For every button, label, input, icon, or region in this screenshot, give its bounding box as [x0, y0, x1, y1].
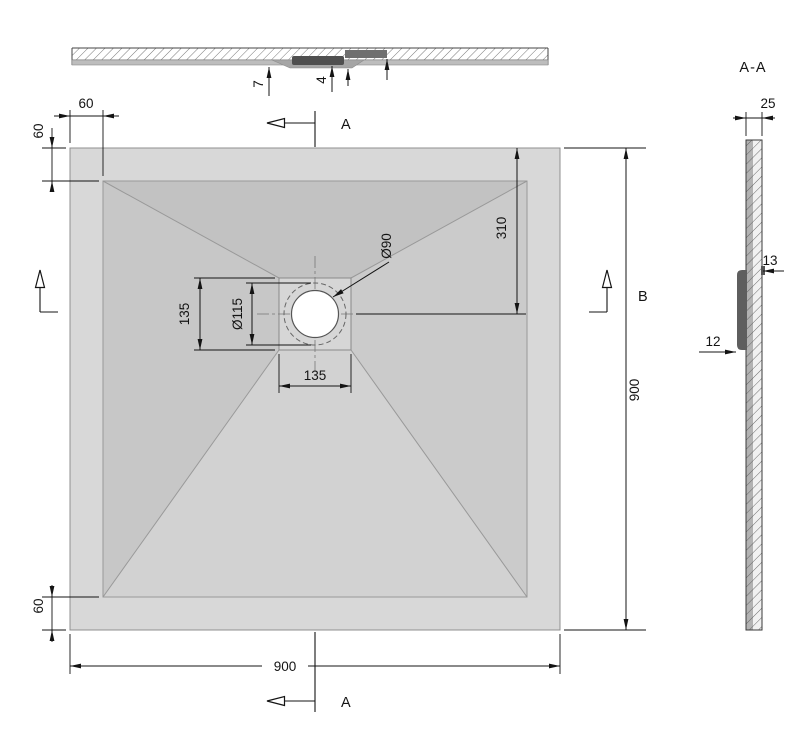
dim-border-top: [54, 110, 119, 176]
slope-facet-left: [103, 181, 279, 597]
section-a-bottom-label: A: [341, 695, 351, 711]
slope-line-br: [350, 349, 528, 598]
dim-border-left-bottom-label: 60: [31, 598, 46, 613]
drain-hole-circle: [290, 289, 340, 339]
drain-ring-circle: [283, 282, 347, 346]
dim-drain-from-top-label: 310: [494, 217, 509, 240]
drain-trap-profile: [737, 270, 747, 350]
dim-drain-box-width-label: 135: [304, 368, 327, 383]
dim-drain-diameter-label: Ø90: [379, 233, 394, 259]
drain-grate-profile: [345, 50, 387, 58]
dim-border-top-label: 60: [78, 96, 93, 111]
dim-border-left-bottom: [42, 585, 99, 642]
section-a-top-label: A: [341, 117, 351, 133]
dim-section-width-label: 25: [760, 96, 775, 111]
section-cut-a-bottom: [266, 632, 316, 712]
dim-ring-diameter-label: Ø115: [230, 298, 245, 330]
dim-grate-height-label: 4: [314, 76, 329, 84]
dim-section-width: [733, 112, 775, 136]
slope-line-bl: [102, 349, 280, 598]
section-cut-a-top: [266, 111, 316, 147]
section-cut-b-left: [34, 269, 58, 313]
tray-inner-edge: [102, 180, 528, 598]
dim-base-label: 12: [705, 334, 720, 349]
dim-ring-diameter: [246, 282, 311, 346]
section-b-label: B: [638, 289, 648, 305]
dim-drain-diameter: [332, 261, 390, 298]
dim-grate-height: [329, 59, 390, 92]
tray-section-hatch: [746, 140, 762, 630]
slope-line-tl: [102, 180, 280, 279]
dim-drain-box-width: [278, 354, 352, 393]
dim-overall-height-label: 900: [627, 379, 642, 402]
tray-section-outline: [745, 139, 763, 631]
dim-tray-depth-label: 7: [251, 80, 266, 88]
dim-overall-width-label: 900: [274, 659, 297, 674]
side-section-view: A-A 25 13 12: [699, 60, 784, 631]
slope-facet-bottom: [103, 350, 527, 597]
dim-border-left-top: [42, 128, 99, 192]
slope-line-tr: [350, 180, 528, 279]
dim-drain-from-top: [356, 148, 526, 315]
floor-hatch-band: [72, 48, 548, 60]
dim-overall-width: [69, 634, 561, 674]
slope-facet-top: [103, 181, 527, 278]
section-cut-b-right: [589, 269, 613, 313]
dim-flange-label: 13: [762, 253, 777, 268]
dim-drain-box-height-label: 135: [177, 303, 192, 326]
side-section-title: A-A: [739, 60, 766, 76]
dim-overall-height: [564, 147, 646, 631]
dim-drain-box-height: [194, 277, 275, 351]
plan-view: [69, 147, 561, 631]
drain-body-profile: [292, 56, 344, 65]
dim-border-left-top-label: 60: [31, 123, 46, 138]
slope-facet-right: [351, 181, 527, 597]
top-section-view: 7 4: [71, 47, 549, 96]
